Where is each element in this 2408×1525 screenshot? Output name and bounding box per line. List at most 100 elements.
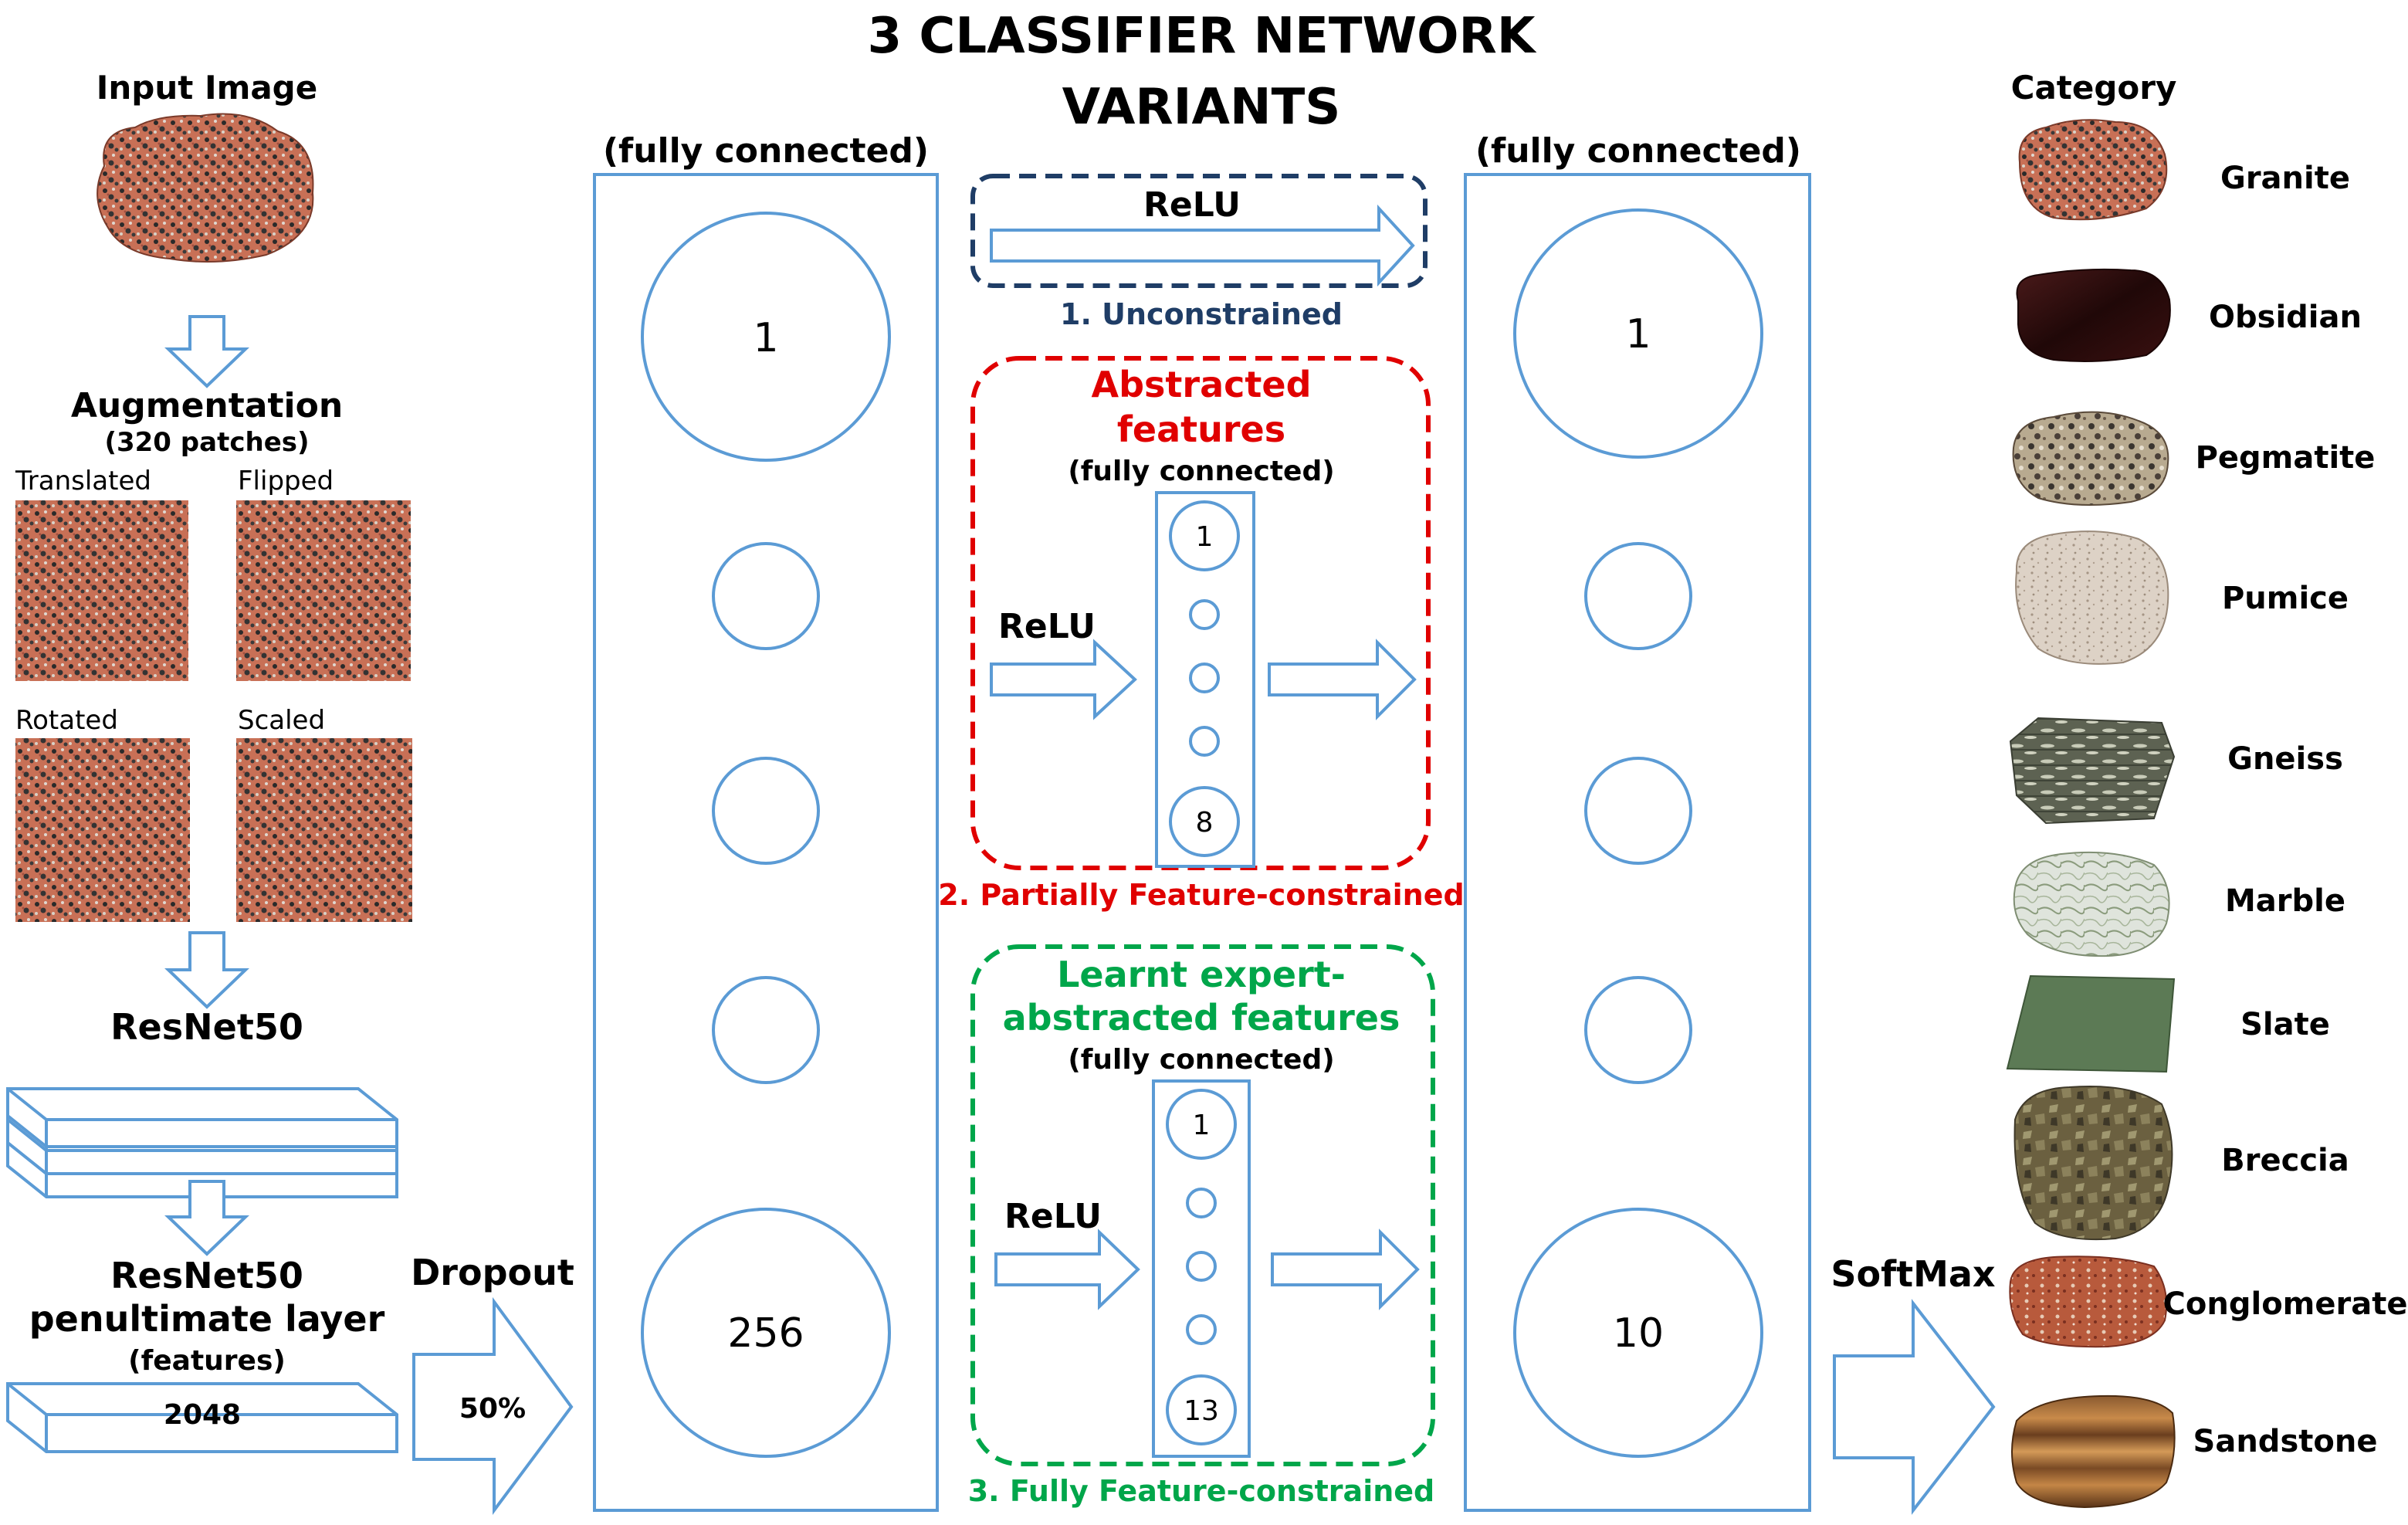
obsidian-rock-image bbox=[2016, 268, 2171, 362]
variant1-box bbox=[970, 174, 1428, 288]
category-slate: Slate bbox=[2240, 1007, 2330, 1042]
variant3-title-line1: Learnt expert- bbox=[1057, 954, 1346, 995]
dropout-label: Dropout bbox=[411, 1252, 574, 1293]
variant3-title-line2: abstracted features bbox=[1003, 997, 1400, 1039]
variant1-arrow bbox=[990, 204, 1415, 287]
patch-rotated-image bbox=[15, 738, 190, 922]
category-gneiss: Gneiss bbox=[2227, 741, 2343, 777]
penultimate-label-line2: penultimate layer bbox=[29, 1298, 385, 1340]
softmax-arrow bbox=[1833, 1299, 1996, 1515]
variant2-relu-label: ReLU bbox=[998, 607, 1096, 646]
augmentation-label: Augmentation bbox=[71, 386, 343, 425]
dropout-rate-label: 50% bbox=[459, 1393, 526, 1425]
aug-label-translated: Translated bbox=[15, 466, 151, 496]
variant3-fc-label: (fully connected) bbox=[1068, 1044, 1334, 1076]
fc1-layer-box bbox=[593, 173, 939, 1512]
variant2-neuron bbox=[1189, 726, 1220, 757]
variant3-neuron bbox=[1186, 1188, 1217, 1218]
fc2-neuron bbox=[1584, 757, 1692, 865]
pumice-rock-image bbox=[2015, 530, 2169, 665]
category-granite: Granite bbox=[2220, 161, 2350, 196]
variant2-output-arrow bbox=[1268, 639, 1417, 720]
granite-rock-image bbox=[2018, 119, 2168, 221]
patch-translated-image bbox=[15, 500, 188, 681]
category-conglomerate: Conglomerate bbox=[2163, 1286, 2408, 1322]
aug-label-scaled: Scaled bbox=[238, 705, 325, 736]
category-marble: Marble bbox=[2225, 883, 2345, 919]
category-obsidian: Obsidian bbox=[2209, 300, 2362, 335]
variant3-input-arrow bbox=[994, 1228, 1140, 1310]
variant2-neuron-first bbox=[1169, 500, 1240, 571]
variant3-neuron-first bbox=[1166, 1089, 1237, 1160]
fc2-neuron bbox=[1584, 976, 1692, 1084]
fc1-neuron-first bbox=[641, 212, 891, 462]
variant3-layer-box bbox=[1152, 1079, 1251, 1458]
softmax-label: SoftMax bbox=[1831, 1253, 1995, 1295]
variant3-neuron-first-label: 1 bbox=[1193, 1110, 1211, 1141]
fc1-neuron-last-label: 256 bbox=[727, 1310, 804, 1357]
variant1-caption: 1. Unconstrained bbox=[1060, 297, 1343, 331]
down-arrow-penultimate bbox=[164, 1180, 249, 1256]
aug-label-rotated: Rotated bbox=[15, 705, 118, 736]
fc2-neuron-first bbox=[1513, 208, 1763, 459]
fc2-neuron-last bbox=[1513, 1208, 1763, 1458]
marble-rock-image bbox=[2013, 851, 2170, 957]
variant3-caption: 3. Fully Feature-constrained bbox=[968, 1474, 1435, 1508]
variant2-title-line1: Abstracted bbox=[1091, 364, 1311, 405]
fc2-label: (fully connected) bbox=[1475, 131, 1801, 171]
fc1-label: (fully connected) bbox=[603, 131, 929, 171]
category-pumice: Pumice bbox=[2222, 581, 2349, 616]
variant3-neuron bbox=[1186, 1251, 1217, 1282]
patch-scaled-image bbox=[236, 738, 412, 922]
resnet-layer-stack bbox=[6, 1087, 398, 1198]
variant3-neuron-last bbox=[1166, 1374, 1237, 1445]
conglomerate-rock-image bbox=[2009, 1256, 2168, 1348]
variant3-output-arrow bbox=[1271, 1228, 1420, 1310]
feature-vector-slab bbox=[6, 1382, 398, 1453]
variant2-neuron-first-label: 1 bbox=[1196, 521, 1214, 553]
variant2-fc-label: (fully connected) bbox=[1068, 456, 1334, 487]
variant2-layer-box bbox=[1155, 491, 1255, 868]
slate-rock-image bbox=[2006, 974, 2176, 1073]
breccia-rock-image bbox=[2013, 1085, 2173, 1241]
category-sandstone: Sandstone bbox=[2193, 1424, 2378, 1459]
feature-dim-label: 2048 bbox=[164, 1399, 241, 1431]
variant2-caption: 2. Partially Feature-constrained bbox=[938, 878, 1464, 912]
down-arrow-resnet bbox=[164, 931, 249, 1009]
features-label: (features) bbox=[128, 1345, 286, 1377]
sandstone-rock-image bbox=[2011, 1395, 2176, 1509]
category-label: Category bbox=[2011, 69, 2177, 107]
aug-label-flipped: Flipped bbox=[238, 466, 334, 496]
diagram-title-line2: VARIANTS bbox=[1062, 79, 1341, 136]
fc2-layer-box bbox=[1464, 173, 1811, 1512]
variant2-neuron-last-label: 8 bbox=[1196, 807, 1214, 839]
fc1-neuron-first-label: 1 bbox=[753, 315, 778, 361]
patches-label: (320 patches) bbox=[104, 427, 309, 458]
variant2-input-arrow bbox=[990, 639, 1137, 720]
variant3-neuron-last-label: 13 bbox=[1184, 1395, 1219, 1427]
category-breccia: Breccia bbox=[2221, 1143, 2349, 1178]
penultimate-label-line1: ResNet50 bbox=[110, 1255, 303, 1296]
variant3-box bbox=[970, 944, 1435, 1466]
gneiss-rock-image bbox=[2009, 717, 2176, 825]
variant1-relu-label: ReLU bbox=[1143, 185, 1241, 225]
fc1-neuron bbox=[712, 976, 820, 1084]
variant2-title-line2: features bbox=[1117, 408, 1285, 450]
pegmatite-rock-image bbox=[2012, 411, 2169, 506]
variant3-relu-label: ReLU bbox=[1004, 1197, 1102, 1236]
variant2-neuron-last bbox=[1169, 786, 1240, 857]
diagram-title-line1: 3 CLASSIFIER NETWORK bbox=[868, 8, 1537, 65]
fc1-neuron bbox=[712, 542, 820, 650]
variant2-neuron bbox=[1189, 663, 1220, 693]
fc1-neuron-last bbox=[641, 1208, 891, 1458]
fc1-neuron bbox=[712, 757, 820, 865]
fc2-neuron-first-label: 1 bbox=[1625, 311, 1651, 358]
resnet-label: ResNet50 bbox=[110, 1006, 303, 1048]
variant2-neuron bbox=[1189, 599, 1220, 630]
dropout-arrow bbox=[412, 1296, 574, 1516]
category-pegmatite: Pegmatite bbox=[2196, 440, 2376, 476]
patch-flipped-image bbox=[236, 500, 411, 681]
input-rock-image bbox=[97, 113, 314, 263]
input-image-label: Input Image bbox=[97, 69, 317, 107]
